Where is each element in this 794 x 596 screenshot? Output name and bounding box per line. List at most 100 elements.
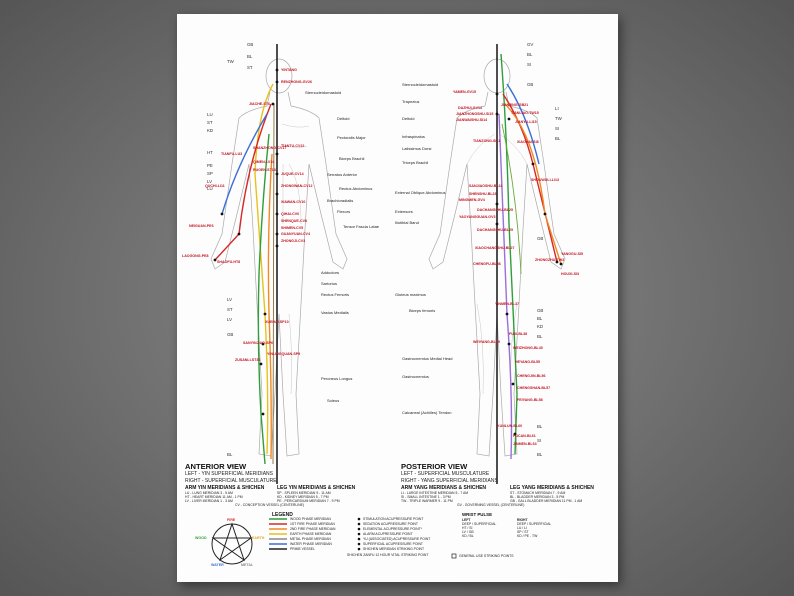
anterior-meridian-tag: LV: [207, 179, 213, 184]
posterior-meridian-tag: GV: [527, 42, 534, 47]
anterior-meridian-tag: LV: [227, 317, 233, 322]
legend-symbol-label: SHICHEN MERIDIAN STRIKING POINT: [363, 547, 425, 551]
anterior-meridian-tag: HT: [207, 150, 213, 155]
wrist-pulse-right-row: LU / LI: [517, 526, 527, 530]
muscle-label: Soleus: [327, 398, 340, 403]
posterior-meridian-tag: BL: [537, 424, 543, 429]
leg-yin-header: LEG YIN MERIDIANS & SHICHEN: [277, 485, 356, 491]
muscle-label: Calcaneal (Achilles) Tendon: [402, 410, 452, 415]
acupoint-label: DAZHUI-GV14: [458, 106, 482, 110]
anterior-meridian-tag: ST: [207, 120, 213, 125]
legend-line-label: METAL PHASE MERIDIAN: [290, 537, 331, 541]
posterior-meridian-tag: SI: [555, 126, 560, 131]
legend-line-label: EARTH PHASE MERIDIAN: [290, 532, 332, 536]
shichen-note: SHICHEN ZANFU 12 HOUR VITAL STRIKING POI…: [347, 553, 429, 557]
acupoint-label: XUEHAI-SP10: [265, 320, 289, 324]
arm-yang-item: TW - TRIPLE WARMER 9 - 11 PM: [401, 499, 453, 503]
anterior-meridian-tag: SP: [227, 464, 233, 469]
posterior-meridian-tag: GB: [537, 236, 544, 241]
muscle-label: Latissimus Dorsi: [402, 146, 432, 151]
leg-yin-item: KD - KIDNEY MERIDIAN 5 - 7 PM: [277, 495, 329, 499]
muscle-label: Sartorius: [321, 281, 338, 286]
legend-line-label: PRIME VESSEL: [290, 547, 315, 551]
muscle-label: Pectoralis Major: [337, 135, 366, 140]
muscle-label: Biceps femoris: [409, 308, 436, 313]
arm-yang-header: ARM YANG MERIDIANS & SHICHEN: [401, 485, 487, 491]
muscle-label: Sternocleidomastoid: [402, 82, 439, 87]
acupoint-label: CHENGJIN-BL56: [517, 374, 546, 378]
legend-symbol-label: SEDATION ACUPRESSURE POINT: [363, 522, 418, 526]
anterior-meridian-tag: LU: [207, 112, 213, 117]
anterior-meridian-tag: BL: [247, 54, 253, 59]
acupoint-label: HOUXI-SI3: [561, 272, 579, 276]
leg-yang-item: GB - GALL BLADDER MERIDIAN 11 PM - 1 AM: [510, 499, 583, 503]
posterior-meridian-tag: BL: [537, 316, 543, 321]
acupoint-label: XIAOHAI-SI8: [517, 140, 539, 144]
acupoint-label: YINMEN-BL37: [495, 302, 519, 306]
acupoint-label: MINGMEN-GV4: [459, 198, 485, 202]
muscle-label: Gastrocnemius: [402, 374, 429, 379]
acupoint-label: JIANZHONGSHU-SI15: [456, 112, 494, 116]
posterior-meridian-tag: BL: [555, 136, 561, 141]
gv-centerline-item: GV - GOVERNING VESSEL (CENTERLINE): [457, 503, 525, 507]
leg-yin-item: PE - PERICARDIUM MERIDIAN 7 - 9 PM: [277, 499, 340, 503]
muscle-label: Deltoid: [337, 116, 350, 121]
acupoint-label: YINTANG: [281, 68, 297, 72]
element-water-label: WATER: [211, 563, 224, 567]
acupoint-label: YAMEN-GV15: [453, 90, 477, 94]
posterior-meridian-tag: BL: [537, 334, 543, 339]
chart-poster: GB BL ST TW LU ST KD HT PE SP LV LU LV S…: [177, 14, 618, 582]
acupoint-label: DACHANGSHU-BL25: [477, 208, 513, 212]
legend-symbol-label: YU (ASSOCIATED) ACUPRESSURE POINT: [363, 537, 431, 541]
acupoint-label: HEYANG-BL55: [515, 360, 541, 364]
muscle-label: Triceps Brachii: [402, 160, 429, 165]
wrist-pulse-right-title: RIGHT: [517, 518, 528, 522]
muscle-label: Gluteus maximus: [395, 292, 426, 297]
muscle-label: Brachioradialis: [327, 198, 354, 203]
acupoint-label: QIHAI-CV6: [281, 212, 300, 216]
muscle-label: External Oblique Abdominus: [395, 190, 446, 195]
anterior-meridian-tag: PE: [207, 163, 213, 168]
legend-symbol-label: SUPERFICIAL ACUPRESSURE POINT: [363, 542, 423, 546]
leg-yang-item: BL - BLADDER MERIDIAN 3 - 5 PM: [510, 495, 565, 499]
muscle-label: Peroneus Longus: [321, 376, 353, 381]
wrist-pulse-right-row: KD / PE - TW: [517, 534, 538, 538]
acupoint-label: LAOGONG-PE8: [182, 254, 209, 258]
anterior-meridian-tag: LU: [207, 186, 213, 191]
acupoint-label: JINMEN-BL63: [513, 442, 537, 446]
acupoint-label: JUQUE-CV14: [281, 172, 304, 176]
muscle-label: Sternocleidomastoid: [305, 90, 342, 95]
posterior-view-title: POSTERIOR VIEW: [401, 462, 468, 471]
acupoint-label: JIANJING-GB21: [501, 103, 529, 107]
posterior-meridian-tag: GB: [527, 82, 534, 87]
muscle-label: Rectus Femoris: [321, 292, 350, 297]
muscle-label: Tensor Fascia Latae: [343, 224, 380, 229]
acupoint-label: FEIYANG-BL58: [517, 398, 543, 402]
acupoint-label: TIANTU-CV22: [281, 144, 305, 148]
wrist-pulse-title: WRIST PULSE: [462, 512, 493, 517]
posterior-meridian-tag: TW: [555, 116, 562, 121]
posterior-meridian-tag: LI: [555, 106, 559, 111]
acupoint-label: YAOYANGGUAN-GV3: [459, 215, 496, 219]
general-striking-note: GENERAL USE STRIKING POINTS: [459, 554, 514, 558]
acupoint-label: TIANFU-LU3: [221, 152, 243, 156]
legend-line-label: WOOD PHASE MERIDIAN: [290, 517, 331, 521]
leg-yin-item: SP - SPLEEN MERIDIAN 9 - 11 AM: [277, 491, 331, 495]
acupoint-label: FUXI-BL38: [509, 332, 528, 336]
acupoint-label: SHOUWULI-LI13: [531, 178, 559, 182]
anterior-meridian-tag: ST: [247, 65, 253, 70]
posterior-view-line1: LEFT - SUPERFICIAL MUSCULATURE: [401, 471, 490, 477]
legend-symbol-label: ALARM ACUPRESSURE POINT: [363, 532, 413, 536]
muscle-label: Iliotibial Band: [395, 220, 419, 225]
legend-symbol-label: STIMULATION ACUPRESSURE POINT: [363, 517, 424, 521]
legend-line-label: WATER PHASE MERIDIAN: [290, 542, 332, 546]
wrist-pulse-left-row: HT / SI: [462, 526, 473, 530]
posterior-meridian-tag: GB: [537, 308, 544, 313]
acupoint-label: TIANZONG-SI11: [473, 139, 501, 143]
muscle-label: Infraspinatus: [402, 134, 425, 139]
posterior-meridian-tag: KD: [537, 324, 544, 329]
muscle-label: Biceps Brachii: [339, 156, 365, 161]
acupoint-label: SHIMEN-CV5: [281, 226, 304, 230]
anterior-meridian-tag: TW: [227, 59, 234, 64]
anterior-meridian-tag: GB: [247, 42, 254, 47]
